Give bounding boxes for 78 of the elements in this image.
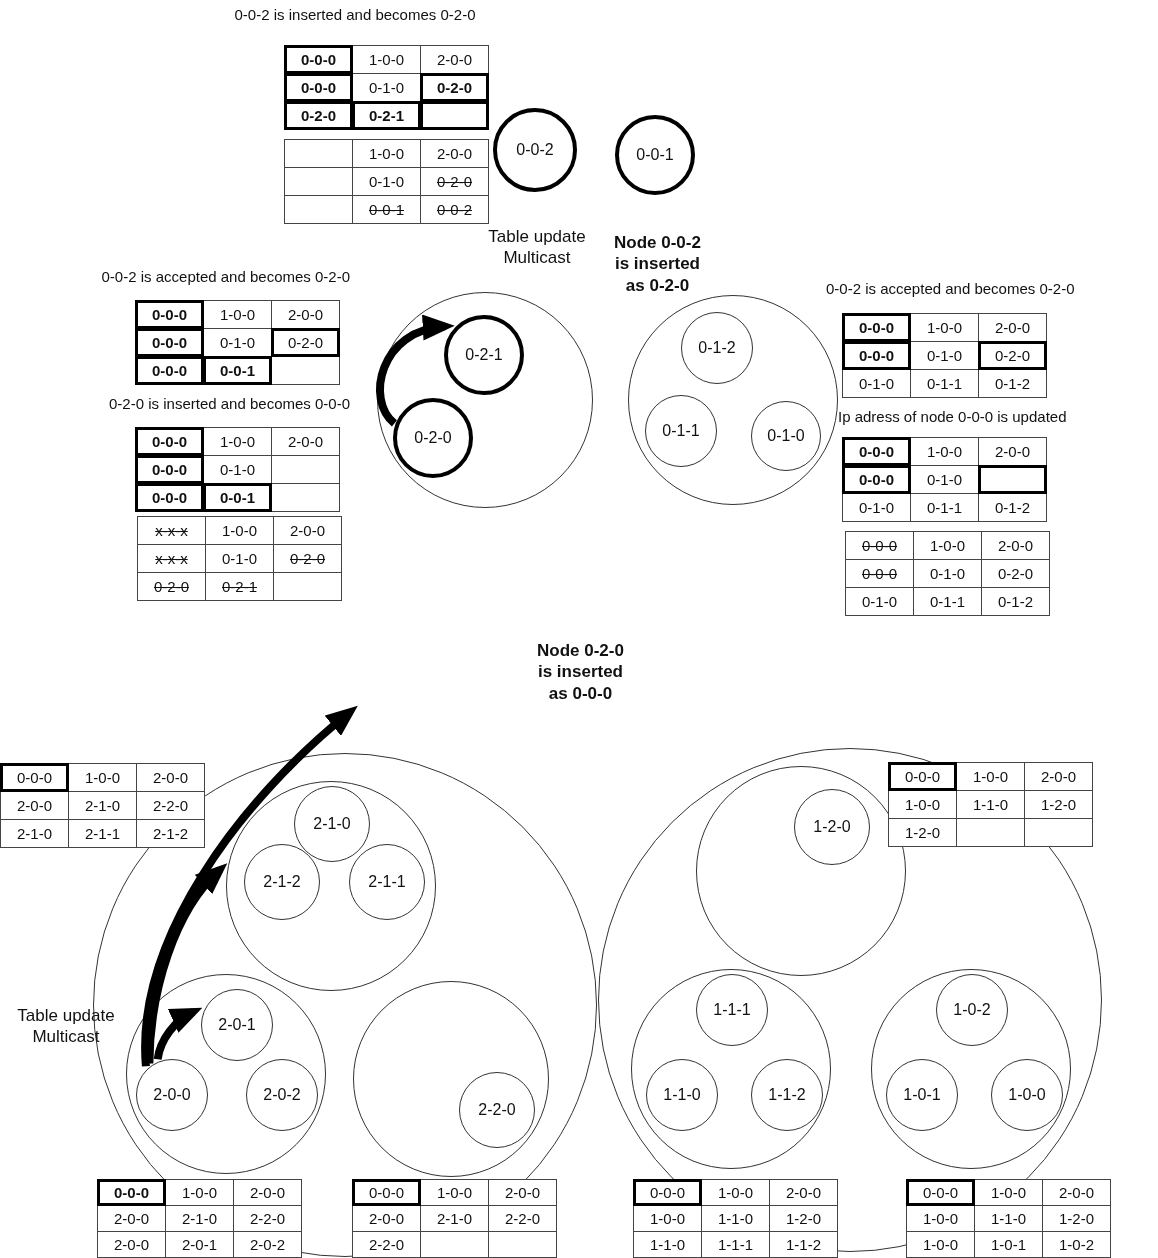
table-cell: 0-0-1	[203, 356, 272, 385]
table-cell: 0-0-0	[284, 45, 353, 74]
table-cell: 0-0-0	[135, 455, 204, 484]
heading: Node 0-0-2 is inserted as 0-2-0	[613, 232, 702, 296]
table-cell: 2-0-0	[1024, 762, 1093, 791]
table-cell: 0-0-0	[135, 427, 204, 456]
table-cell: 0-2-0	[137, 572, 206, 601]
table-cell: 0-0-0	[842, 313, 911, 342]
table-cell: 2-0-0	[420, 139, 489, 168]
table-cell: 1-0-2	[1042, 1231, 1111, 1258]
table-cell: 2-0-0	[97, 1231, 166, 1258]
table-cell: 0-2-0	[978, 341, 1047, 370]
arrow	[141, 705, 358, 1067]
table-cell: 2-0-0	[273, 516, 342, 545]
arrow	[153, 1007, 203, 1060]
table-cell: 2-0-0	[271, 300, 340, 329]
table-cell: 0-0-0	[284, 73, 353, 102]
table-cell: 0-0-0	[845, 531, 914, 560]
table-cell: 1-2-0	[888, 818, 957, 847]
table-cell: 2-0-0	[981, 531, 1050, 560]
table-cell: 0-0-0	[842, 341, 911, 370]
table-cell: 0-0-0	[842, 437, 911, 466]
caption-text: 0-2-0 is inserted and becomes 0-0-0	[108, 395, 350, 414]
table-cell: 0-0-0	[906, 1179, 975, 1206]
table-cell: 2-1-2	[136, 819, 205, 848]
arrow	[376, 316, 455, 427]
table-cell: 0-2-0	[284, 101, 353, 130]
caption-text: 0-0-2 is accepted and becomes 0-2-0	[100, 268, 350, 287]
table-cell: 0-0-0	[97, 1179, 166, 1206]
table-cell: 0-1-2	[981, 587, 1050, 616]
node-circle: 0-2-1	[444, 315, 524, 395]
table-cell: 1-1-2	[769, 1231, 838, 1258]
table-cell: 2-0-0	[978, 437, 1047, 466]
table-cell: 2-2-0	[233, 1205, 302, 1232]
caption-text: 0-0-2 is inserted and becomes 0-2-0	[233, 6, 477, 25]
table-cell: 0-0-0	[352, 1179, 421, 1206]
table-cell: 2-0-0	[978, 313, 1047, 342]
table-cell: 0-0-0	[0, 763, 69, 792]
caption-text: 0-0-2 is accepted and becomes 0-2-0	[826, 280, 1076, 299]
table-cell: 0-1-0	[845, 587, 914, 616]
caption-text: Ip adress of node 0-0-0 is updated	[838, 408, 1068, 427]
table-cell: 0-0-0	[135, 328, 204, 357]
table-cell: 2-0-0	[136, 763, 205, 792]
table-cell: 2-0-0	[233, 1179, 302, 1206]
table-cell: 2-2-0	[488, 1205, 557, 1232]
table-cell: 0-1-2	[978, 493, 1047, 522]
table-cell: 0-0-0	[135, 483, 204, 512]
table-cell: 0-0-0	[135, 356, 204, 385]
table-cell: 1-1-1	[701, 1231, 770, 1258]
table-cell: 2-0-0	[488, 1179, 557, 1206]
table-cell: 0-0-0	[135, 300, 204, 329]
table-cell: 0-0-0	[888, 762, 957, 791]
table-cell: 1-0-0	[906, 1231, 975, 1258]
caption-text: Table update Multicast	[16, 1005, 116, 1048]
table-cell: 0-2-0	[420, 73, 489, 102]
table-cell: 2-1-0	[0, 819, 69, 848]
table-cell: 0-0-0	[633, 1179, 702, 1206]
table-cell: 2-2-0	[352, 1231, 421, 1258]
node-circle: 0-2-0	[393, 398, 473, 478]
table-cell: 0-1-0	[842, 493, 911, 522]
table-cell: 0-2-1	[352, 101, 421, 130]
table-cell: 0-0-0	[842, 465, 911, 494]
table-cell: 0-1-0	[842, 369, 911, 398]
node-circle: 0-0-2	[493, 108, 577, 192]
caption-text: Table update Multicast	[487, 226, 587, 269]
table-cell: 2-0-0	[769, 1179, 838, 1206]
table-cell: 1-1-0	[633, 1231, 702, 1258]
table-cell: 2-0-0	[420, 45, 489, 74]
table-cell: 2-0-2	[233, 1231, 302, 1258]
heading: Node 0-2-0 is inserted as 0-0-0	[536, 640, 625, 704]
table-cell: 0-1-2	[978, 369, 1047, 398]
table-cell: 2-0-0	[271, 427, 340, 456]
table-cell: 2-0-0	[1042, 1179, 1111, 1206]
table-cell: 0-2-0	[271, 328, 340, 357]
table-cell: 0-0-2	[420, 195, 489, 224]
table-cell: x-x-x	[137, 516, 206, 545]
table-cell: 0-0-1	[203, 483, 272, 512]
node-circle: 0-0-1	[615, 115, 695, 195]
